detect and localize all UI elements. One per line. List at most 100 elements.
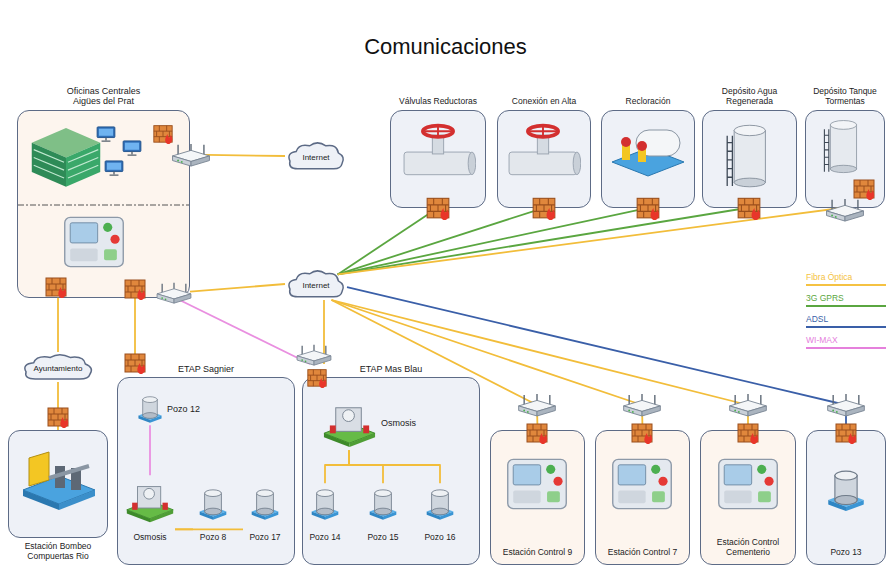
legend-swatch bbox=[806, 305, 886, 307]
node-frame bbox=[805, 110, 885, 208]
node-heading: Recloración bbox=[603, 97, 693, 107]
node: Estación Control 7 bbox=[595, 430, 690, 565]
heading-area: ETAP Mas Blau bbox=[302, 364, 480, 374]
label-area: Osmosis bbox=[125, 533, 175, 543]
connector bbox=[332, 300, 538, 430]
icon-slot bbox=[425, 483, 455, 525]
legend-label: WI-MAX bbox=[806, 335, 886, 345]
node-frame: OsmosisPozo 14 Pozo 15 Pozo 16 bbox=[302, 377, 480, 565]
node: Pozo 13 bbox=[806, 430, 886, 565]
connector bbox=[323, 300, 325, 364]
connector bbox=[175, 298, 310, 364]
node-frame bbox=[601, 110, 695, 208]
node-label: Pozo 14 bbox=[305, 533, 345, 543]
node: ETAP SagnierPozo 12 Osmosis Pozo 8 Pozo 17 bbox=[117, 364, 295, 565]
node: Internet bbox=[285, 140, 347, 172]
legend-label: 3G GPRS bbox=[806, 293, 886, 303]
label-area: Pozo 16 bbox=[420, 533, 460, 543]
heading-area: Oficinas Centrales Aigües del Prat bbox=[56, 86, 151, 107]
connector bbox=[347, 287, 846, 430]
cloud-outline bbox=[25, 355, 92, 379]
node: Estación Control Cementerio bbox=[700, 430, 796, 565]
node: Osmosis bbox=[125, 475, 175, 543]
node-label: Estación Bombeo Compuertas Rio bbox=[8, 542, 108, 562]
node-label: Estación Control 9 bbox=[495, 548, 580, 558]
node-label: Pozo 8 bbox=[193, 533, 233, 543]
heading-area: Válvulas Reductoras bbox=[398, 97, 478, 107]
connector bbox=[175, 528, 243, 530]
heading-area: Conexión en Alta bbox=[499, 97, 589, 107]
node-label: Osmosis bbox=[381, 418, 437, 428]
connector bbox=[338, 208, 750, 275]
node-label: Estación Control 7 bbox=[600, 548, 685, 558]
connector bbox=[349, 450, 383, 483]
label-area: Pozo 17 bbox=[243, 533, 287, 543]
connector bbox=[338, 208, 845, 275]
node-label: Pozo 13 bbox=[811, 548, 881, 558]
node-label: Osmosis bbox=[125, 533, 175, 543]
connector bbox=[57, 382, 59, 430]
connector bbox=[338, 208, 438, 275]
node: Pozo 12 bbox=[137, 393, 212, 425]
field-icons bbox=[23, 121, 874, 523]
cloud-outline bbox=[289, 143, 343, 169]
connector bbox=[134, 298, 136, 364]
node-frame: Pozo 12 Osmosis Pozo 8 Pozo 17 bbox=[117, 377, 295, 565]
node-label: Internet bbox=[302, 150, 329, 162]
legend-label: Fibra Óptica bbox=[806, 272, 886, 282]
node-heading: Depósito Agua Regenerada bbox=[714, 87, 786, 107]
connector bbox=[149, 425, 151, 475]
icon-slot bbox=[310, 483, 340, 525]
label-area: Osmosis bbox=[381, 418, 437, 428]
node: Pozo 15 bbox=[363, 483, 403, 543]
icon-slot bbox=[137, 393, 163, 425]
node-label: Ayuntamiento bbox=[34, 361, 83, 373]
legend: Fibra Óptica3G GPRSADSLWI-MAX bbox=[806, 272, 886, 356]
node-label: Pozo 15 bbox=[363, 533, 403, 543]
icon-slot bbox=[125, 475, 175, 525]
node-frame bbox=[497, 110, 591, 208]
node-heading: ETAP Mas Blau bbox=[302, 364, 480, 374]
node-label: Internet bbox=[302, 278, 329, 290]
node: Pozo 14 bbox=[305, 483, 345, 543]
connector bbox=[190, 284, 285, 292]
icon-slot bbox=[322, 395, 377, 450]
node-label: Pozo 17 bbox=[243, 533, 287, 543]
node-frame bbox=[390, 110, 486, 208]
legend-swatch bbox=[806, 284, 886, 286]
heading-area: Depósito Agua Regenerada bbox=[714, 87, 786, 107]
icon-slot bbox=[198, 483, 228, 525]
heading-area: Depósito Tanque Tormentas bbox=[807, 87, 883, 107]
node-label: Pozo 16 bbox=[420, 533, 460, 543]
connector bbox=[57, 298, 59, 352]
node: Osmosis bbox=[322, 395, 437, 450]
legend-swatch bbox=[806, 347, 886, 349]
connector bbox=[325, 450, 349, 483]
label-area: Pozo 14 bbox=[305, 533, 345, 543]
legend-swatch bbox=[806, 326, 886, 328]
node: Estación Control 9 bbox=[490, 430, 585, 565]
node-heading: Válvulas Reductoras bbox=[398, 97, 478, 107]
node: Recloración bbox=[601, 97, 695, 208]
node: Ayuntamiento bbox=[20, 352, 96, 382]
node: Depósito Agua Regenerada bbox=[702, 87, 797, 208]
node: Oficinas Centrales Aigües del Prat bbox=[17, 86, 190, 298]
connector bbox=[190, 155, 285, 156]
node: Depósito Tanque Tormentas bbox=[805, 87, 885, 208]
heading-area: Recloración bbox=[603, 97, 693, 107]
icon-slot bbox=[368, 483, 398, 525]
connector bbox=[332, 300, 749, 430]
node: Pozo 8 bbox=[193, 483, 233, 543]
oficinas-icons bbox=[18, 126, 209, 303]
node-heading: Depósito Tanque Tormentas bbox=[807, 87, 883, 107]
node: Válvulas Reductoras bbox=[390, 97, 486, 208]
node-frame bbox=[702, 110, 797, 208]
node: Internet bbox=[285, 268, 347, 300]
connector bbox=[338, 208, 648, 275]
node-heading: ETAP Sagnier bbox=[117, 364, 295, 374]
label-area: Pozo 8 bbox=[193, 533, 233, 543]
node-label: Estación Control Cementerio bbox=[705, 538, 791, 558]
heading-area: ETAP Sagnier bbox=[117, 364, 295, 374]
node: Estación Bombeo Compuertas Rio bbox=[8, 430, 108, 562]
